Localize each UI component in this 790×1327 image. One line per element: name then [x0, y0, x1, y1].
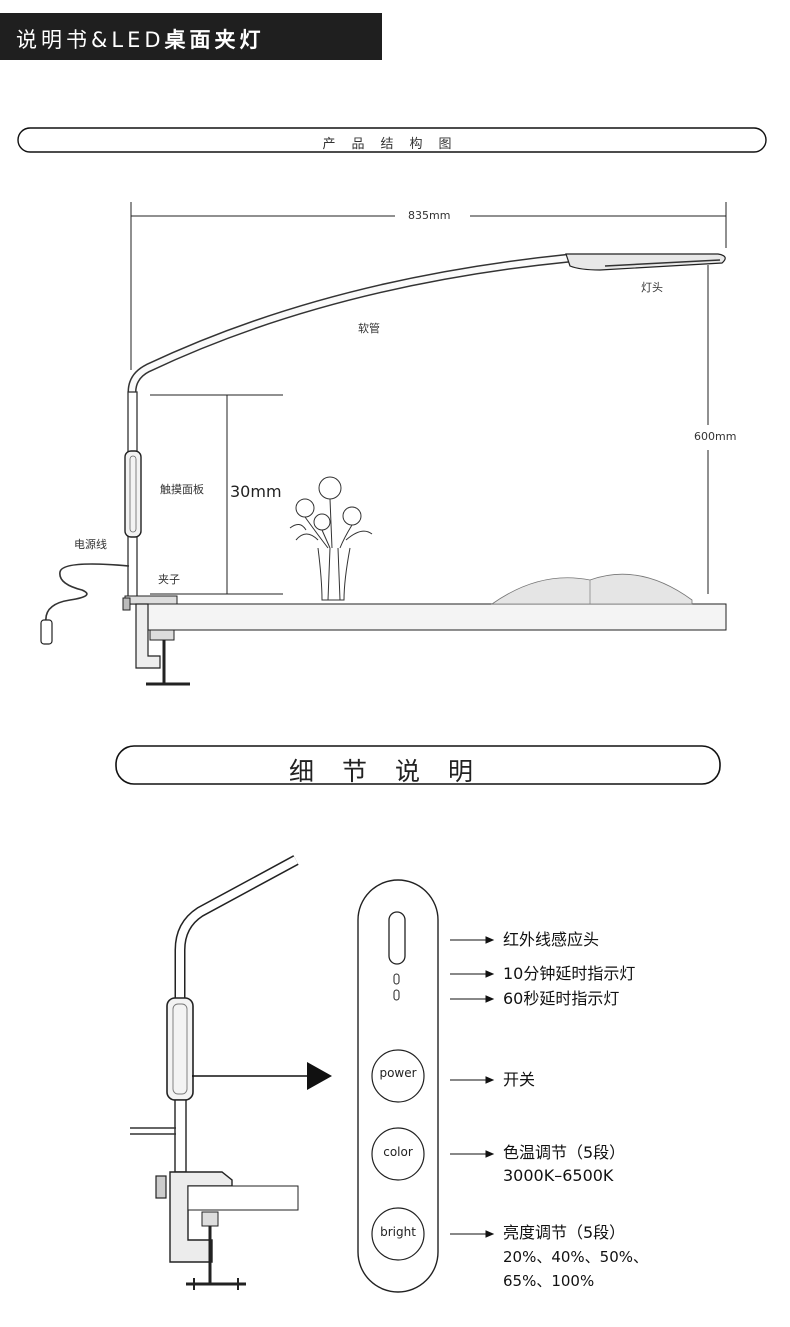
- title-bold: 桌面夹灯: [164, 28, 265, 52]
- section1-pill: [17, 127, 767, 153]
- switch-callout: 开关: [503, 1070, 536, 1089]
- title-prefix: 说明书&LED: [16, 28, 165, 52]
- power-button: power: [379, 1066, 417, 1080]
- vase-with-flowers: [289, 476, 373, 601]
- dimension-lines: [130, 202, 727, 595]
- lamp-structure: [40, 253, 726, 686]
- timer10-indicator: [393, 973, 400, 985]
- brightness-levels-line2: 65%、100%: [503, 1272, 595, 1290]
- color-button: color: [383, 1145, 413, 1159]
- touch-panel-label: 触摸面板: [160, 483, 204, 496]
- width-dimension-label: 835mm: [408, 209, 451, 222]
- section2-pill: [115, 745, 721, 785]
- timer60-indicator: [393, 989, 400, 1001]
- ir-sensor-callout: 红外线感应头: [503, 930, 600, 949]
- desk: [147, 603, 727, 631]
- title-bar: [0, 13, 382, 60]
- height-dimension-label: 600mm: [694, 430, 737, 443]
- power-button-ring: [371, 1049, 425, 1103]
- control-panel: [357, 879, 439, 1293]
- lamp-head-label: 灯头: [641, 281, 663, 294]
- ir-sensor-window: [388, 911, 406, 965]
- bright-button: bright: [380, 1225, 416, 1239]
- timer10-callout: 10分钟延时指示灯: [503, 964, 636, 983]
- section-structure-title: 产品结构图: [322, 137, 468, 152]
- zoom-arrow: [192, 1062, 332, 1090]
- section-details-title: 细节说明: [288, 757, 501, 786]
- timer60-callout: 60秒延时指示灯: [503, 989, 620, 1008]
- document-title: 说明书&LED桌面夹灯: [16, 24, 265, 54]
- color-temp-range: 3000K–6500K: [503, 1166, 614, 1185]
- power-cord-label: 电源线: [74, 538, 107, 551]
- brightness-levels-line1: 20%、40%、50%、: [503, 1248, 649, 1266]
- color-temp-callout: 色温调节（5段）: [503, 1143, 626, 1162]
- brightness-callout: 亮度调节（5段）: [503, 1223, 626, 1242]
- bright-button-ring: [371, 1207, 425, 1261]
- callout-arrows: [450, 936, 495, 1238]
- panel-height-label: 30mm: [230, 482, 282, 501]
- color-button-ring: [371, 1127, 425, 1181]
- open-book: [490, 573, 693, 605]
- lamp-detail: [130, 855, 299, 1290]
- clamp-label: 夹子: [158, 573, 180, 586]
- hose-label: 软管: [358, 322, 380, 335]
